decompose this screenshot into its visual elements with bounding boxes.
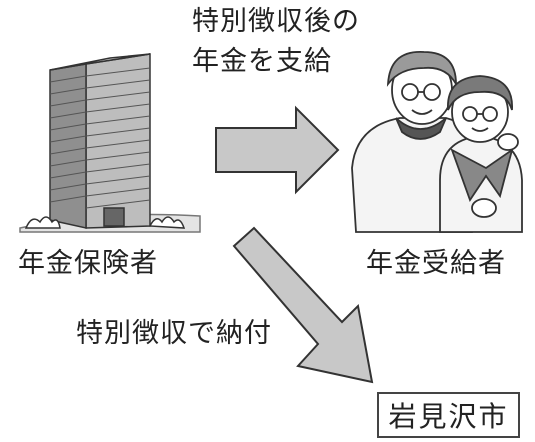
payment-caption-line1: 特別徴収後の [192, 6, 360, 37]
recipient-label: 年金受給者 [366, 248, 506, 279]
right-arrow-icon [215, 105, 340, 195]
city-box: 岩見沢市 [377, 392, 520, 438]
payment-caption-line2: 年金を支給 [192, 46, 332, 77]
down-right-arrow-icon [232, 226, 374, 384]
city-label: 岩見沢市 [388, 400, 509, 433]
elderly-couple-icon [351, 51, 523, 233]
building-icon [19, 53, 201, 233]
insurer-label: 年金保険者 [18, 248, 158, 279]
deduction-caption: 特別徴収で納付 [76, 318, 272, 349]
